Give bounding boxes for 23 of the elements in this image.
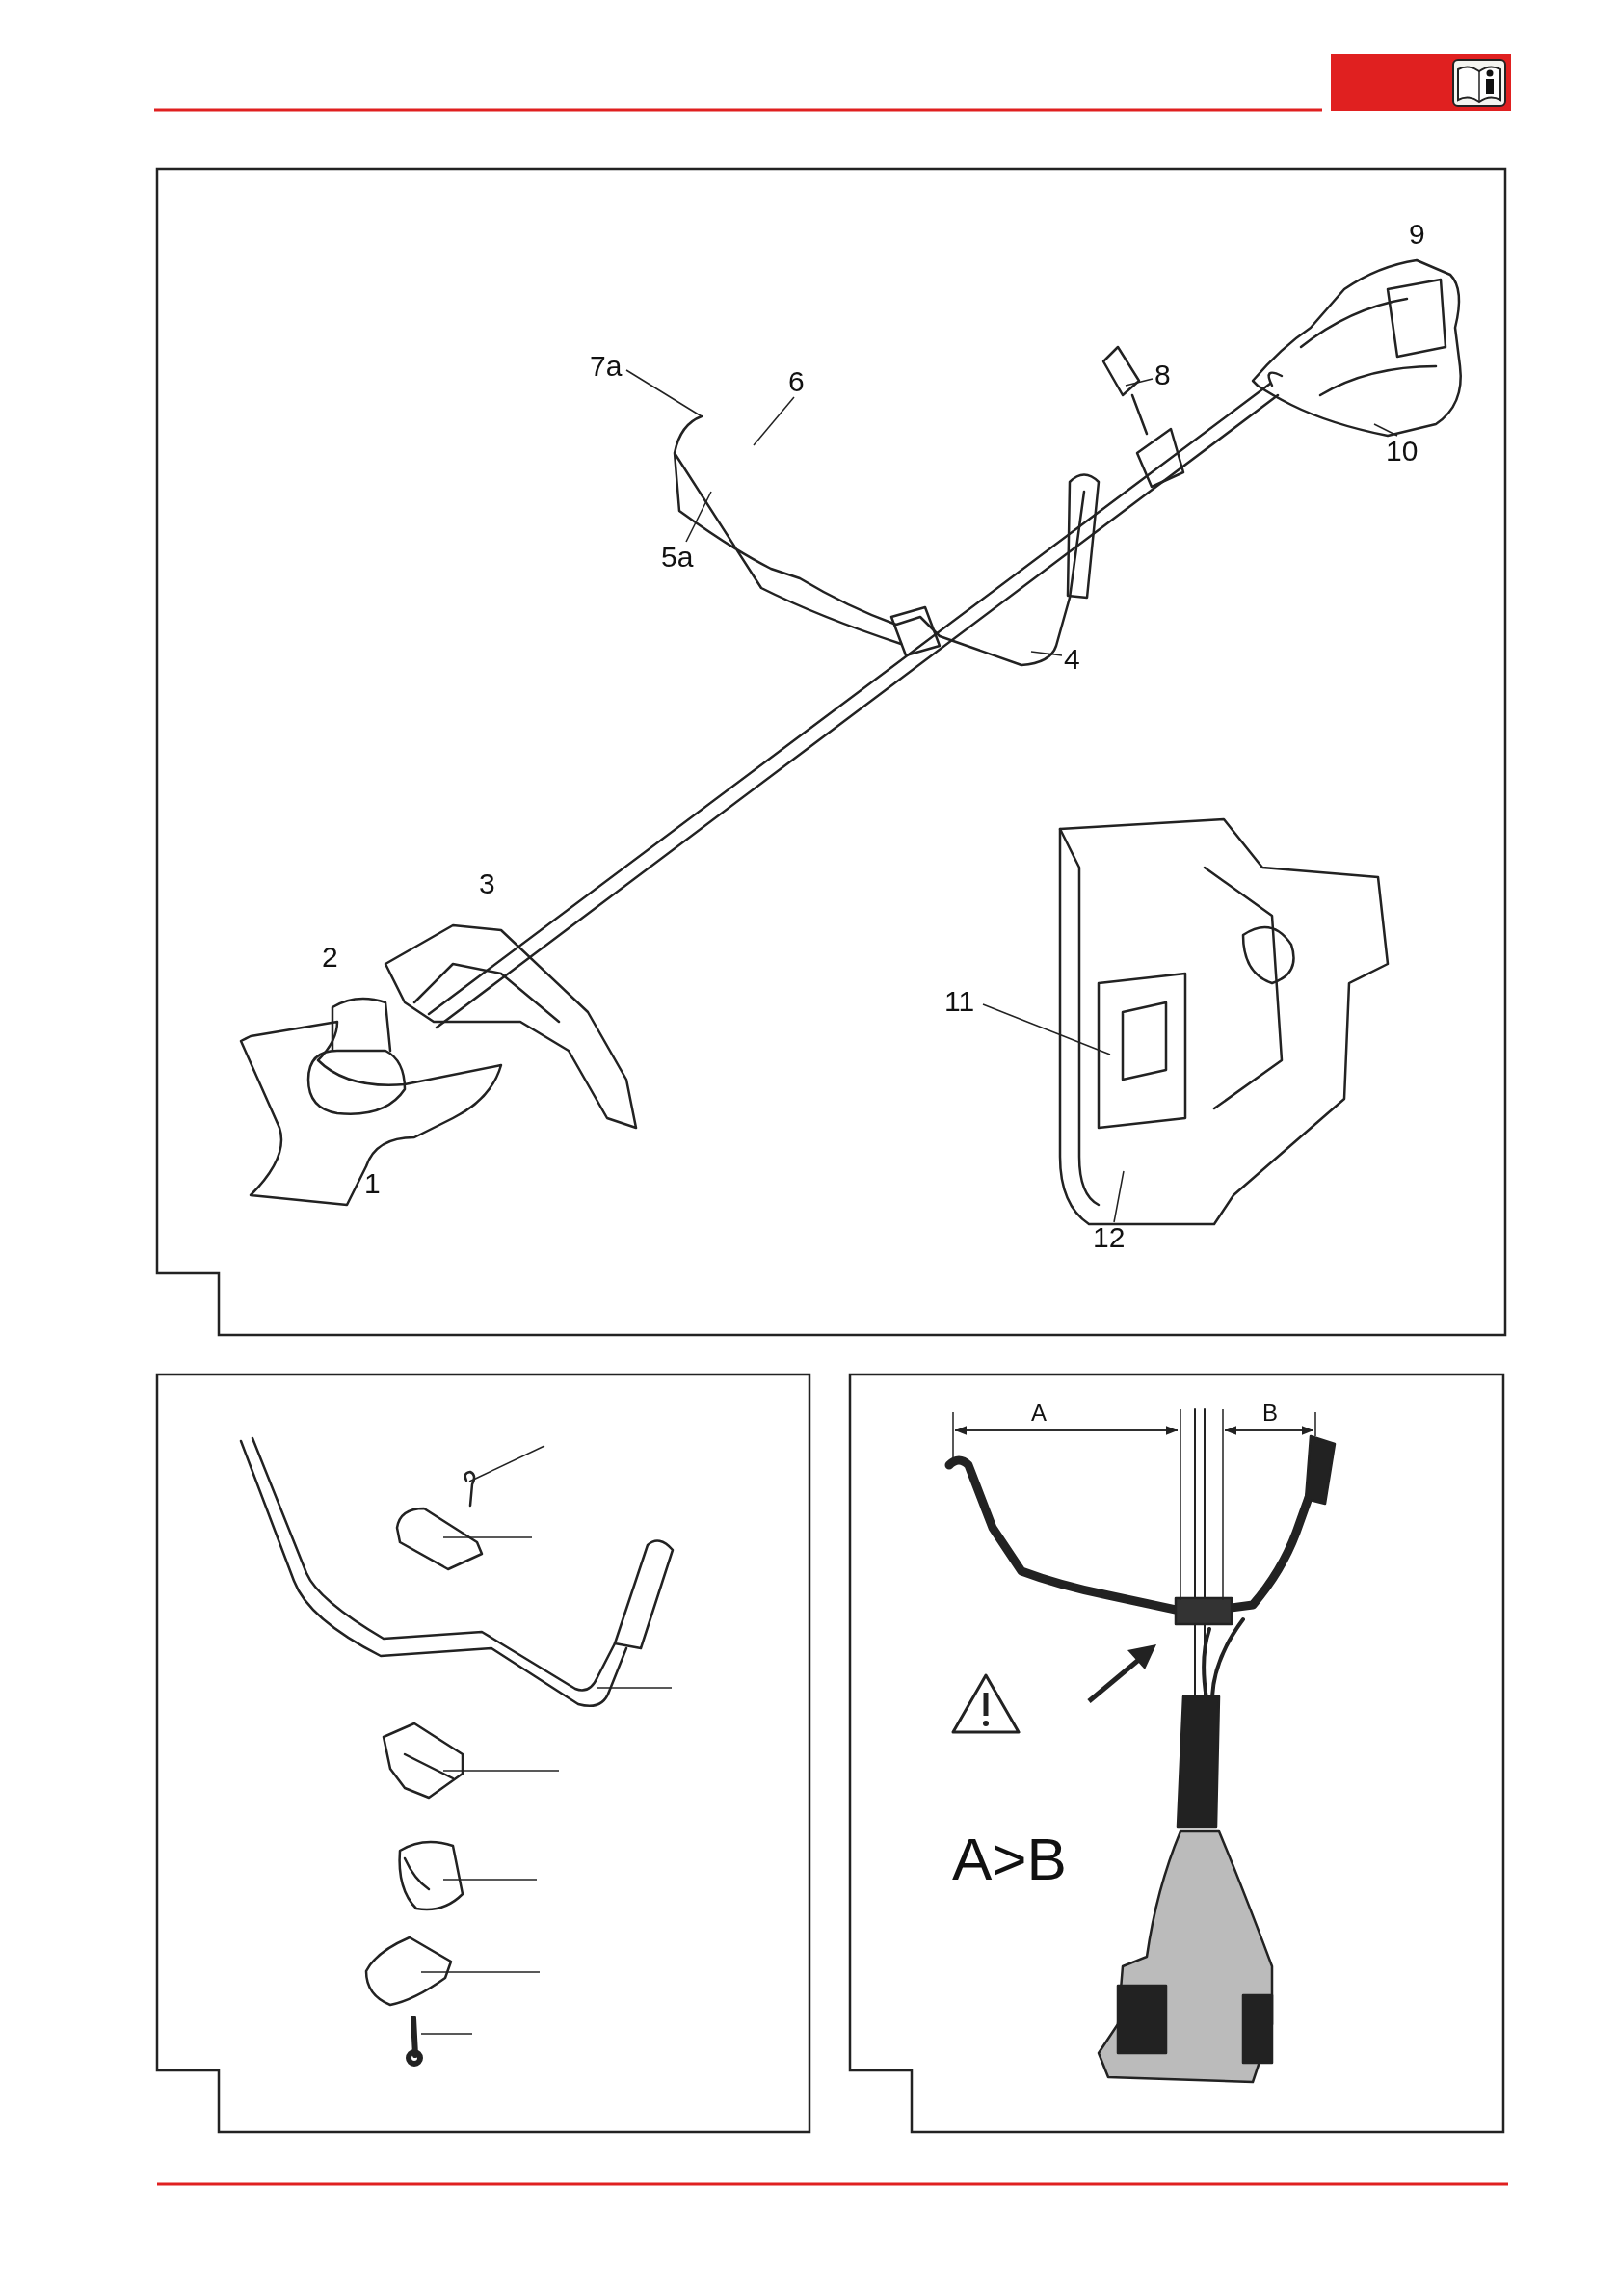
- leader-line: [685, 491, 712, 543]
- dimension-label: B: [1262, 1400, 1278, 1427]
- callout-number: 10: [1386, 436, 1419, 467]
- leader-line: [1125, 378, 1154, 387]
- callout-number: 6: [788, 366, 805, 397]
- callout-number: 9: [1409, 218, 1425, 251]
- callout-number: 3: [479, 868, 495, 900]
- leader-line: [625, 369, 703, 417]
- callout-number: 7a: [590, 351, 623, 382]
- callout-number: 4: [1064, 644, 1080, 675]
- leader-line: [1030, 651, 1063, 656]
- callout-number: 5a: [661, 542, 694, 573]
- callout-number: 1: [364, 1167, 381, 1200]
- inequality-text: A>B: [952, 1828, 1067, 1891]
- leader-line: [982, 1003, 1111, 1055]
- leader-line: [753, 396, 795, 446]
- leader-line: [1373, 423, 1398, 437]
- callout-number: 11: [944, 986, 975, 1017]
- leader-line: [1113, 1170, 1125, 1223]
- dimension-label: A: [1031, 1400, 1047, 1427]
- callout-number: 12: [1093, 1222, 1126, 1253]
- callout-number: 2: [322, 941, 338, 974]
- callout-number: 8: [1154, 360, 1171, 390]
